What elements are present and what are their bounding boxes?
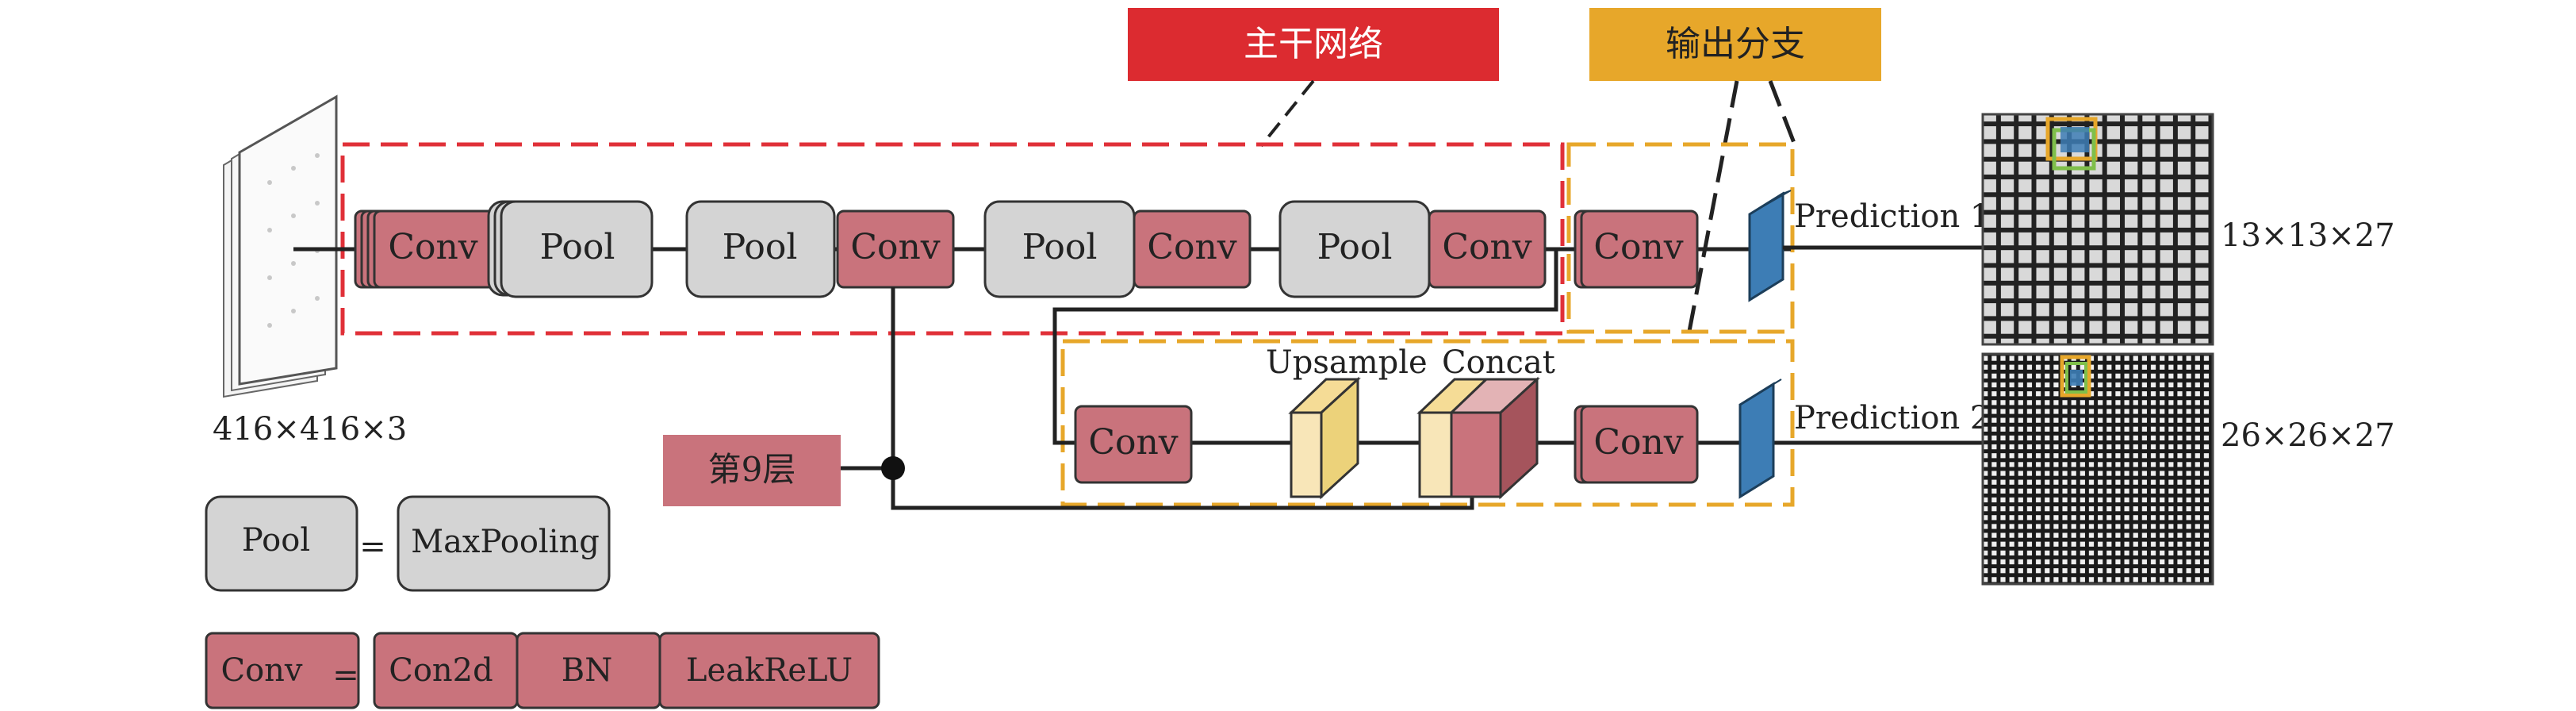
conv-block-5-label: Conv (1593, 227, 1683, 267)
layer9-skip-connector (891, 287, 1474, 510)
conv-block-4-label: Conv (1442, 227, 1531, 267)
upsample-label: Upsample (1266, 344, 1428, 381)
legend-leakrelu-label: LeakReLU (686, 652, 853, 689)
conv-block-3: Conv (1133, 209, 1252, 289)
legend-conv-label: Conv (220, 652, 302, 689)
branch-callout-line-left (1685, 80, 1739, 340)
branch-region-top (1566, 142, 1795, 334)
conv-block-5: Conv (1574, 209, 1699, 289)
conv-block-2: Conv (836, 209, 955, 289)
prediction-2-label: Prediction 2 (1794, 400, 1990, 436)
conv-block-1: Conv (354, 209, 509, 289)
legend-pool-row: Pool = MaxPooling (205, 495, 611, 592)
output-size-13-label: 13×13×27 (2221, 217, 2395, 254)
upsample-cube (1288, 376, 1361, 500)
output-size-26-label: 26×26×27 (2221, 417, 2395, 454)
backbone-to-branch-connector (1052, 249, 1558, 445)
output-map-26 (1981, 352, 2214, 586)
pool-block-2-label: Pool (723, 227, 798, 267)
backbone-region (340, 142, 1565, 336)
concat-block (1416, 376, 1540, 500)
backbone-badge (1128, 8, 1499, 81)
legend-maxpooling-label: MaxPooling (411, 524, 600, 560)
legend-conv-box (205, 632, 360, 709)
backbone-badge-label: 主干网络 (1244, 24, 1383, 64)
backbone-callout-line (1259, 79, 1315, 148)
prediction-1-label: Prediction 1 (1794, 198, 1990, 235)
layer9-badge (663, 435, 841, 506)
conv-block-3-label: Conv (1147, 227, 1236, 267)
legend-conv-row: Conv = Con2d BN LeakReLU (205, 632, 880, 709)
input-size-label: 416×416×3 (213, 411, 407, 448)
pool-block-2: Pool (685, 200, 836, 298)
pool-block-3-label: Pool (1022, 227, 1098, 267)
concat-label: Concat (1442, 344, 1555, 381)
legend-pool-label: Pool (242, 522, 310, 559)
conv-block-2-label: Conv (850, 227, 940, 267)
pool-block-1-label: Pool (540, 227, 615, 267)
conv-block-1-label: Conv (388, 227, 477, 267)
conv-block-6-label: Conv (1088, 422, 1178, 463)
legend-conv-equals: = (332, 657, 359, 694)
conv-block-6: Conv (1074, 405, 1193, 484)
legend-bn-label: BN (562, 652, 612, 689)
pool-block-4-label: Pool (1317, 227, 1393, 267)
output-branch-badge (1589, 8, 1881, 81)
conv-block-7: Conv (1574, 405, 1699, 484)
output-branch-badge-label: 输出分支 (1666, 24, 1805, 64)
pool-block-3: Pool (983, 200, 1136, 298)
legend-maxpooling-box (397, 495, 611, 592)
pool-block-4: Pool (1278, 200, 1431, 298)
legend-con2d-label: Con2d (389, 652, 493, 689)
layer9-junction-node (881, 456, 905, 480)
output-map-13 (1981, 113, 2214, 346)
branch-callout-line-right (1768, 80, 1796, 144)
layer9-badge-label: 第9层 (708, 450, 796, 489)
pool-block-1: Pool (487, 200, 654, 298)
branch-region-bottom (1060, 339, 1795, 507)
legend-leakrelu-box (658, 632, 880, 709)
legend-pool-box (205, 495, 358, 592)
prediction-1-block (1748, 190, 1792, 302)
prediction-2-block (1738, 379, 1782, 499)
conv-block-7-label: Conv (1593, 422, 1683, 463)
input-image-stack (223, 94, 338, 398)
legend-pool-equals: = (359, 528, 386, 565)
conv-block-4: Conv (1428, 209, 1547, 289)
